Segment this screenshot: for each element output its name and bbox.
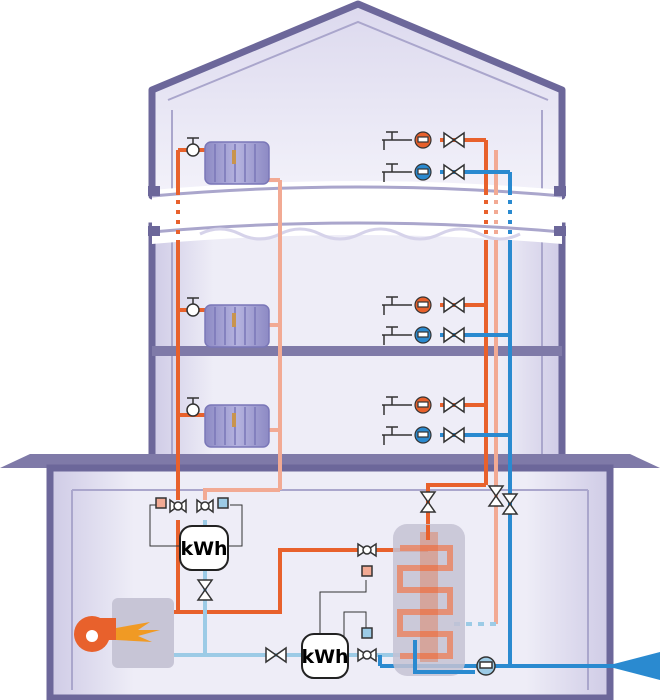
meter-icon: [476, 656, 496, 676]
meter-icon: [414, 326, 432, 344]
radiator-icon: [204, 404, 270, 448]
radiator-icon: [204, 141, 270, 185]
meter-label: kWh: [301, 646, 348, 668]
tap-icon: [382, 296, 412, 315]
valve-icon: [501, 493, 519, 515]
meter-icon: [414, 163, 432, 181]
tap-icon: [382, 163, 412, 182]
meter-icon: [414, 396, 432, 414]
meter-icon: [414, 296, 432, 314]
thermostatic-valves: [186, 137, 200, 417]
riser-pipes: [176, 138, 512, 666]
valve-icon: [357, 542, 377, 577]
meter-label: kWh: [180, 538, 227, 560]
storage-tank-icon: [393, 524, 475, 676]
meter-icon: [414, 131, 432, 149]
valve-icon: [186, 297, 200, 317]
meter-icon: [414, 426, 432, 444]
valve-icon: [186, 137, 200, 157]
valve-icon: [419, 491, 437, 513]
valve-icon: [196, 579, 214, 601]
valve-icon: [443, 131, 465, 149]
shutoff-valves: [196, 131, 519, 664]
valve-icon: [186, 397, 200, 417]
valve-icon: [443, 426, 465, 444]
radiator-icon: [204, 304, 270, 348]
valve-icon: [196, 497, 229, 514]
valve-icon: [265, 646, 287, 664]
heat-meter-left: kWh: [179, 525, 229, 571]
valve-icon: [487, 485, 505, 507]
taps: [382, 131, 412, 445]
floor-slab: [152, 346, 562, 356]
tap-icon: [382, 326, 412, 345]
boiler: [74, 598, 174, 668]
radiators: [204, 141, 270, 448]
tap-icon: [382, 426, 412, 445]
valve-icon: [443, 296, 465, 314]
water-meters: [414, 131, 432, 444]
tap-icon: [382, 131, 412, 150]
motorized-valves: [155, 497, 377, 663]
valve-icon: [155, 497, 187, 514]
tap-icon: [382, 396, 412, 415]
valve-icon: [357, 627, 377, 663]
valve-icon: [443, 326, 465, 344]
heat-meter-right: kWh: [301, 633, 349, 679]
valve-icon: [443, 163, 465, 181]
valve-icon: [443, 396, 465, 414]
flame-icon: [116, 622, 160, 642]
boiler-icon: [74, 616, 116, 652]
cold-inlet-arrow: [606, 652, 660, 680]
